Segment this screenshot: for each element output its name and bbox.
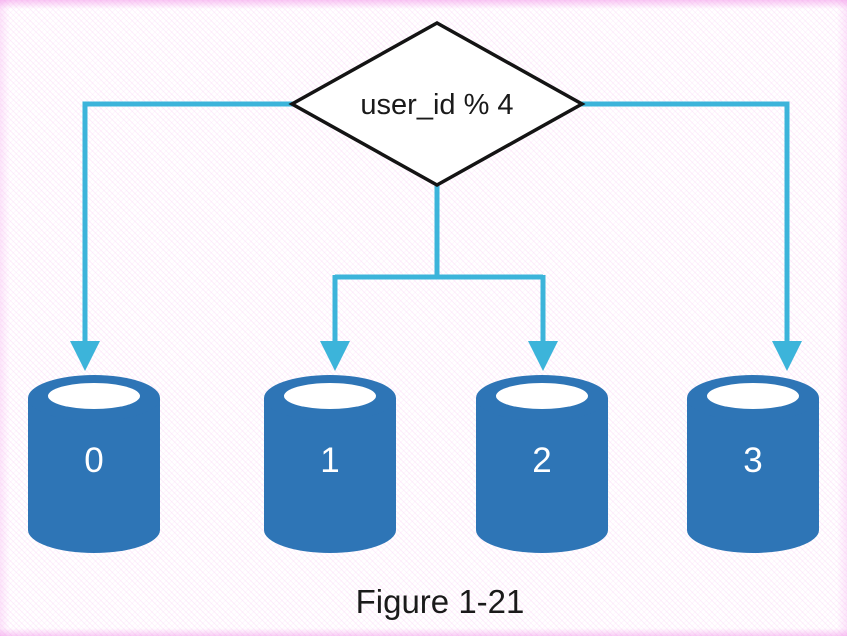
arrowhead-icon <box>320 341 350 371</box>
shard-label: 0 <box>84 441 103 480</box>
database-icon-body <box>687 398 819 553</box>
database-icon-opening <box>707 383 799 409</box>
shard-label: 2 <box>532 441 551 480</box>
arrowhead-icon <box>70 341 100 371</box>
database-icon-opening <box>48 383 140 409</box>
shard-label: 1 <box>320 441 339 480</box>
decision-diamond-label: user_id % 4 <box>360 89 513 121</box>
database-icon-opening <box>496 383 588 409</box>
database-cylinder-2: 2 <box>476 375 608 553</box>
arrowhead-icon <box>528 341 558 371</box>
database-icon-body <box>264 398 396 553</box>
connector-lines <box>70 101 802 371</box>
decision-diamond: user_id % 4 <box>288 20 586 188</box>
database-cylinder-1: 1 <box>264 375 396 553</box>
database-icon-body <box>476 398 608 553</box>
arrowhead-icon <box>772 341 802 371</box>
decision-diamond-shape <box>288 20 586 188</box>
database-cylinder-0: 0 <box>28 375 160 553</box>
shard-label: 3 <box>743 441 762 480</box>
connector-right <box>580 101 790 344</box>
connector-center-branch <box>332 183 546 344</box>
figure-caption: Figure 1-21 <box>356 583 525 620</box>
database-cylinder-3: 3 <box>687 375 819 553</box>
database-icon-opening <box>284 383 376 409</box>
database-icon-body <box>28 398 160 553</box>
connector-left <box>82 101 295 344</box>
